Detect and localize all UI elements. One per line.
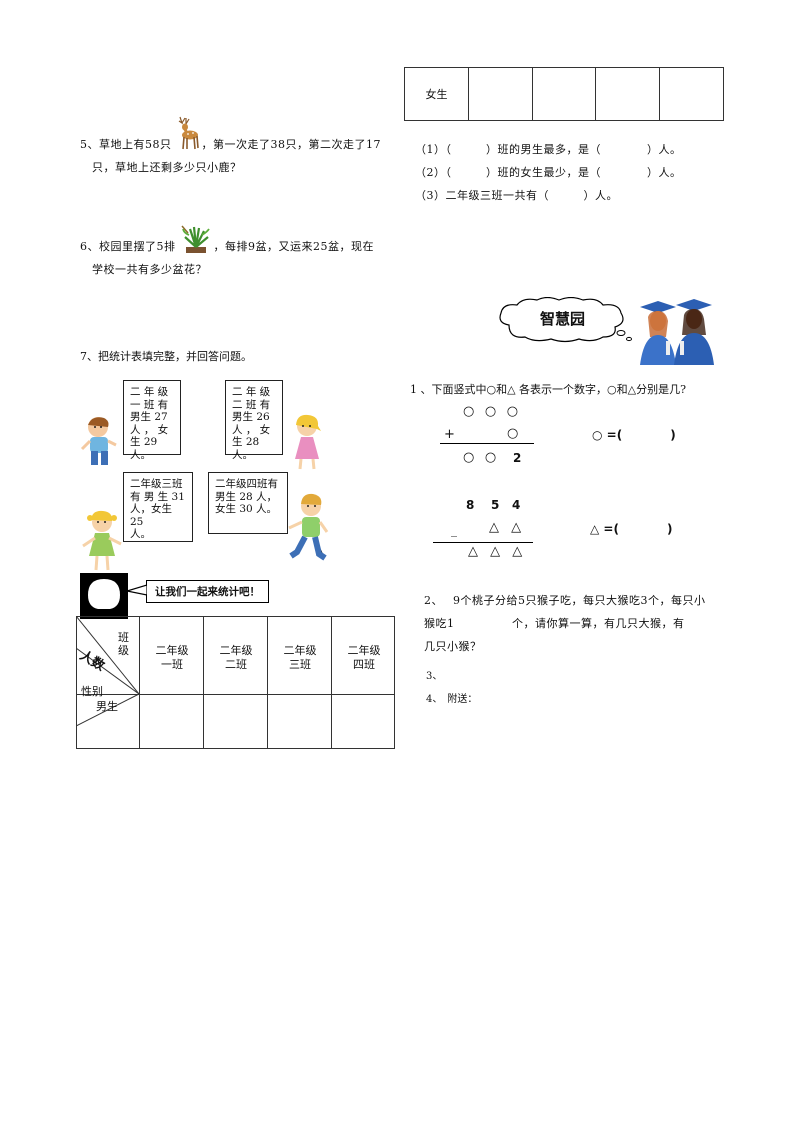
bubble-line: 人 ， 女 [130,423,169,436]
eq2-digit-4: 4 [512,498,521,512]
corner-gender-label: 性别 [81,685,103,698]
wisdom-question-1: 1 、下面竖式中○和△ 各表示一个数字，○和△分别是几? [410,383,687,396]
cell [659,67,724,121]
col-class-2: 二年级二班 [219,644,253,671]
wisdom-question-3: 3、 [426,671,443,682]
eq2-subtrahend: △ △ [489,520,526,535]
eq2-digit-5: 5 [491,498,500,512]
stats-table: 班级 人数 性别 二年级一班 二年级二班 二年级三班 二年级四班 男生 [76,616,395,749]
wq2-line1: 2、 9个桃子分给5只猴子吃，每只大猴吃3个，每只小 [424,594,706,607]
bubble-line: 二年级三班 [130,478,183,490]
eq1-addend: ○ [507,426,519,441]
col-class-1: 二年级一班 [155,644,189,671]
cell [467,67,533,121]
question-5: 5、草地上有58只 ，第一次走了38只，第二次走了17 只，草地上还剩多少只小鹿… [80,116,400,179]
q5-text-b: ，第一次走了38只，第二次走了17 [201,138,381,151]
col-class-4: 二年级四班 [347,644,381,671]
cell [595,67,661,121]
bubble-class-4: 二年级四班有 男生 28 人， 女生 30 人。 [208,472,288,534]
q5-text-line2: 只，草地上还剩多少只小鹿？ [92,161,242,174]
eq2-line [433,542,533,543]
girl-figure-1 [287,413,327,473]
bubble-line: 男生 27 [130,411,168,423]
boy-figure-1 [80,415,120,471]
eq2-digit-8: 8 [466,498,475,512]
bubble-line: 一 班 有 [130,398,169,411]
q6-text-line2: 学校一共有多少盆花？ [92,263,207,276]
bubble-line: 生 28 [232,436,260,448]
eq2-result: △ △ △ [468,544,527,559]
row-label-male: 男生 [96,700,118,713]
eq2-operator: _ [451,523,457,537]
wq2-line3: 几只小猴？ [424,640,482,653]
corner-class-label: 班级 [118,631,129,657]
bubble-line: 二 年 级 [232,386,271,398]
eq1-result-digit: 2 [513,451,522,465]
bubble-line: 男生 28 人， [215,490,278,503]
wisdom-question-4: 4、 附送： [426,694,478,705]
q5-text-a: 5、草地上有58只 [80,138,172,151]
wisdom-cloud [495,297,635,345]
bubble-class-3: 二年级三班 有 男 生 31 人，女生 25 人。 [123,472,193,542]
bubble-line: 有 男 生 31 [130,490,185,503]
banner-pointer [127,584,147,596]
girl-figure-2 [80,508,124,574]
banner-text: 让我们一起来统计吧！ [146,580,269,603]
bubble-line: 人。 [232,448,253,461]
bubble-class-1: 二 年 级 一 班 有 男生 27 人 ， 女 生 29 人。 [123,380,181,461]
bubble-line: 人 ， 女 [232,423,271,436]
wisdom-title: 智慧园 [540,310,586,328]
bubble-line: 二年级四班有 [215,478,278,490]
bubble-line: 男生 26 [232,411,270,423]
stats-table-grid [76,616,395,749]
answer-1: （1）（ ）班的男生最多，是（ ）人。 [415,143,682,156]
eq2-answer: △ =( ) [590,522,673,536]
plant-icon [180,223,212,255]
eq1-result-circles: ○ ○ [463,450,500,465]
eq1-top-row: ○ ○ ○ [463,404,522,419]
answer-2: （2）（ ）班的女生最少，是（ ）人。 [415,166,682,179]
eq1-answer: ○ =( ) [592,428,676,442]
bubble-line: 生 29 [130,436,158,448]
answer-3: （3）二年级三班一共有（ ）人。 [415,189,618,202]
cell [531,67,597,121]
question-6: 6、校园里摆了5排 ，每排9盆，又运来25盆，现在 学校一共有多少盆花？ [80,225,400,281]
top-stat-table: 女生 [404,67,724,121]
wisdom-question-2: 2、 9个桃子分给5只猴子吃，每只大猴吃3个，每只小 猴吃1 个，请你算一算，有… [424,589,706,658]
graduates-illustration [636,297,716,365]
bubble-line: 二 年 级 [130,386,169,398]
bubble-line: 人，女生 25 [130,503,172,528]
bubble-line: 女生 30 人。 [215,503,278,515]
question-7-title: 7、把统计表填完整，并回答问题。 [80,350,252,363]
col-class-3: 二年级三班 [283,644,317,671]
boy-figure-2 [285,492,331,564]
bubble-class-2: 二 年 级 二 班 有 男生 26 人 ， 女 生 28 人。 [225,380,283,461]
q6-text-a: 6、校园里摆了5排 [80,240,176,253]
wq2-line2: 猴吃1 个，请你算一算，有几只大猴，有 [424,617,685,630]
bubble-line: 人。 [130,448,151,461]
bubble-line: 人。 [130,528,151,540]
deer-icon [174,115,200,151]
row-label-female: 女生 [404,67,469,121]
banner-icon [80,573,128,619]
q6-text-b: ，每排9盆，又运来25盆，现在 [213,240,374,253]
eq1-line [440,443,534,444]
eq1-operator: + [444,427,455,442]
bubble-line: 二 班 有 [232,398,271,411]
